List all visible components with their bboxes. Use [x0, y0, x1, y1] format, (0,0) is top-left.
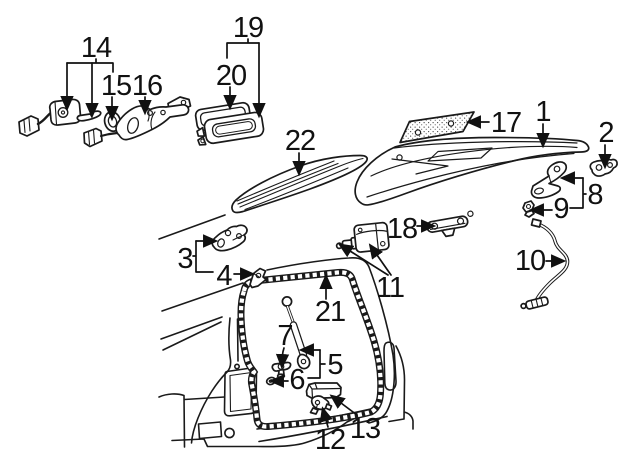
part-3-hinge [211, 224, 248, 252]
callout-14: 14 [81, 32, 112, 64]
roof-and-right-side [266, 257, 396, 424]
leader-11-arrow-b [368, 243, 392, 276]
callout-16: 16 [132, 70, 162, 102]
callout-1: 1 [535, 96, 550, 128]
leader-8 [569, 177, 587, 209]
callout-11: 11 [376, 272, 404, 304]
callout-9: 9 [553, 193, 568, 225]
callout-5: 5 [327, 349, 342, 381]
part-21-weatherstrip [237, 268, 385, 431]
part-17-protector-pad [399, 111, 475, 144]
part-8-hinge [530, 161, 568, 199]
left-quarter-lines [160, 316, 223, 351]
leader-19 [226, 38, 260, 59]
callout-12: 12 [315, 424, 345, 456]
callout-22: 22 [285, 125, 315, 157]
tail-lamp-inner [229, 371, 253, 413]
part-9-bushing [522, 200, 535, 218]
weatherstrip-segments [238, 270, 383, 429]
quarter-glass [383, 341, 397, 391]
callout-18: 18 [387, 213, 417, 245]
callout-20: 20 [216, 60, 246, 92]
wheel-arch [158, 393, 226, 448]
part-1-liftgate-panel [354, 136, 590, 206]
part-22-spoiler-garnish [231, 154, 369, 214]
leader-12-arrow [319, 406, 333, 428]
callout-6: 6 [289, 364, 304, 396]
leader-14 [66, 58, 114, 73]
right-fender-edge [388, 345, 414, 430]
callout-8: 8 [587, 179, 602, 211]
callout-leaders [60, 38, 612, 428]
callout-13: 13 [350, 413, 380, 445]
bumper-circle [224, 427, 235, 439]
callout-21: 21 [315, 296, 345, 328]
callout-2: 2 [598, 117, 613, 149]
part-10-release-cable [520, 218, 570, 310]
pillar-bolt-hole [234, 363, 241, 370]
callout-3: 3 [177, 243, 192, 275]
license-plate-recess [197, 421, 223, 440]
callout-19: 19 [233, 12, 263, 44]
callout-10: 10 [515, 245, 545, 277]
part-16-hinge [83, 96, 192, 148]
part-13-striker-cover [305, 382, 342, 400]
part-19-lamp-housing [196, 111, 265, 146]
sill-line-lower [258, 415, 388, 443]
leader-13-arrow [329, 394, 358, 416]
part-18-striker [426, 210, 474, 238]
roof-drip-line [161, 282, 244, 312]
leader-11-arrow-a [337, 243, 389, 276]
leader-3 [192, 240, 214, 273]
leader-5 [307, 349, 326, 379]
callout-7: 7 [277, 320, 292, 352]
leader-7-arrow [275, 347, 290, 370]
roof-pillar-line [158, 214, 226, 240]
callout-labels: 14 15 16 19 20 22 17 1 2 8 9 10 18 11 3 … [81, 12, 615, 456]
left-pillar-inner [236, 318, 239, 362]
callout-15: 15 [101, 70, 131, 102]
callout-17: 17 [491, 107, 521, 139]
callout-4: 4 [216, 260, 232, 292]
